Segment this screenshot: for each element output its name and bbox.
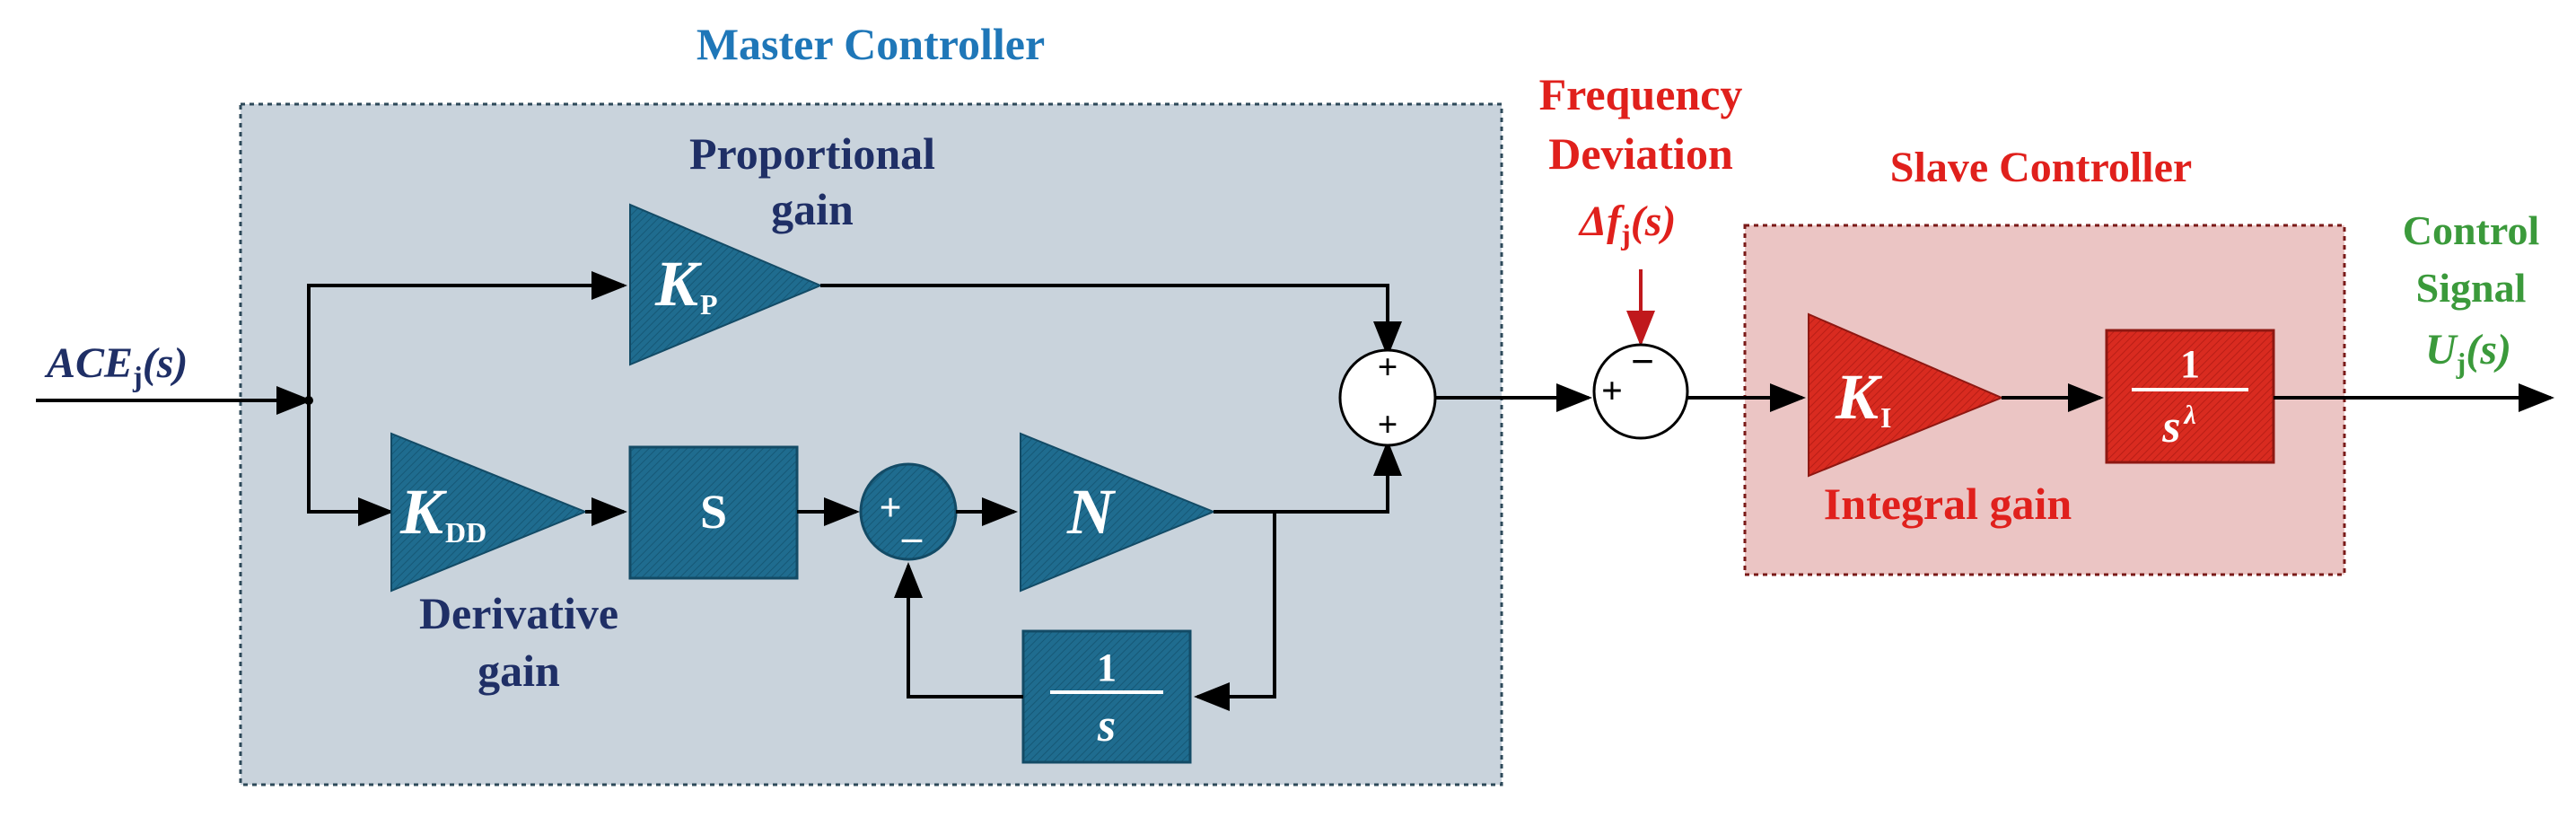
control-signal-symbol: Uj(s) [2425, 326, 2511, 379]
derivative-gain-label-1: Derivative [419, 588, 618, 638]
frequency-symbol: Δfj(s) [1578, 198, 1676, 250]
fractional-integrator-block [2105, 329, 2275, 464]
s-block-label: S [700, 485, 727, 539]
integrator-to-sum1-arrow [894, 562, 1023, 698]
sum2-top-plus: + [1378, 347, 1398, 387]
kp-gain-block [629, 203, 823, 366]
n-gain-block [1020, 432, 1216, 593]
sum3-plus-sign: + [1601, 371, 1623, 412]
control-signal-label-2: Signal [2416, 265, 2527, 311]
kdd-gain-symbol: KDD [399, 476, 486, 549]
frac-numerator: 1 [2180, 342, 2200, 386]
integrator-numerator: 1 [1097, 646, 1117, 690]
integrator-denominator: s [1097, 700, 1116, 751]
integrator-block [1021, 629, 1192, 764]
n-gain-symbol: N [1066, 476, 1117, 548]
integral-gain-label: Integral gain [1824, 479, 2072, 529]
sum2-bottom-plus: + [1378, 404, 1398, 444]
master-controller-title: Master Controller [697, 19, 1045, 69]
kp-to-sum-arrow [820, 284, 1402, 357]
sum1-minus-sign: _ [901, 502, 923, 546]
sum3-minus-sign: − [1631, 338, 1654, 384]
branch-to-kp [307, 271, 627, 400]
frequency-label-1: Frequency [1539, 69, 1743, 119]
sum1-plus-sign: + [879, 486, 901, 530]
proportional-gain-label-2: gain [771, 184, 854, 234]
feedback-to-integrator-arrow [1194, 512, 1276, 711]
master-controller-box [239, 102, 1503, 786]
branch-to-kdd [307, 400, 394, 526]
ki-gain-block [1808, 312, 2004, 478]
proportional-gain-label-1: Proportional [689, 128, 935, 179]
control-signal-label-1: Control [2403, 207, 2540, 253]
sum-junction-3 [1592, 343, 1689, 440]
slave-controller-title: Slave Controller [1890, 144, 2192, 191]
derivative-gain-label-2: gain [478, 646, 560, 696]
kp-gain-symbol: KP [654, 248, 718, 321]
kdd-gain-block [390, 432, 588, 593]
frequency-label-2: Deviation [1548, 128, 1733, 179]
ki-gain-symbol: KI [1835, 361, 1891, 434]
n-to-sum2-arrow [1214, 440, 1402, 514]
input-signal-label: ACEj(s) [44, 339, 188, 392]
